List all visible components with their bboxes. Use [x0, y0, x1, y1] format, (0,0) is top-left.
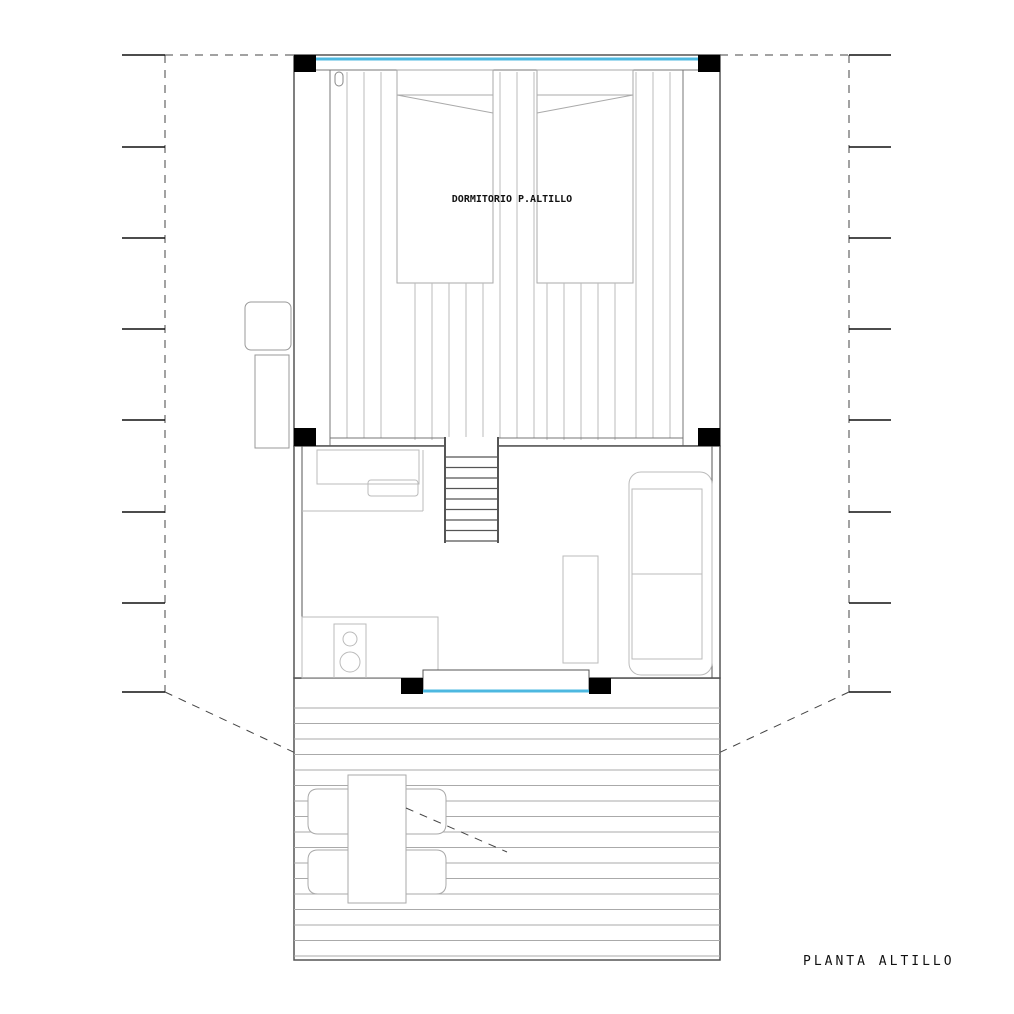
sofa [628, 471, 713, 676]
kitchen-counter [301, 616, 439, 679]
room-label: DORMITORIO P.ALTILLO [452, 194, 572, 205]
coffee-table [562, 555, 599, 664]
terrace-dining-set [307, 774, 447, 904]
entry-step [422, 669, 590, 693]
columns [294, 55, 720, 694]
loft-bedroom: DORMITORIO P.ALTILLO [293, 54, 721, 451]
outdoor-unit [244, 301, 292, 351]
sheet-title: PLANTA ALTILLO [803, 954, 955, 969]
bed-right [536, 69, 634, 284]
terrace-table [347, 774, 407, 904]
roof-projection [164, 54, 850, 853]
stairs [445, 437, 498, 543]
cooktop [333, 623, 367, 679]
roof-rafter-ticks [122, 54, 891, 693]
bed-left [396, 69, 494, 284]
outdoor-bench [254, 354, 290, 449]
living-area [293, 437, 721, 693]
